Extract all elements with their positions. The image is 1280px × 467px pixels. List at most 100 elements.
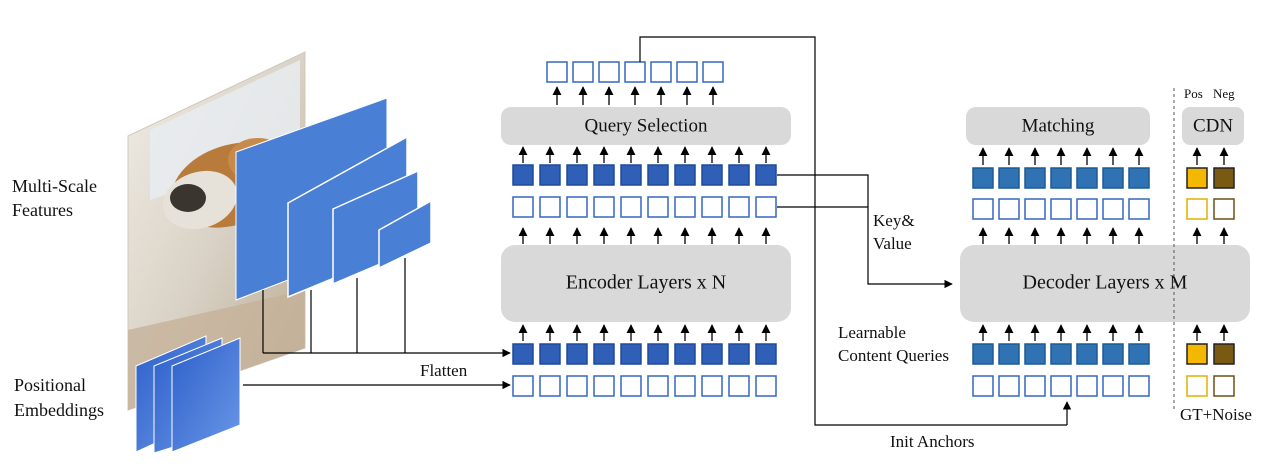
- decoder-output-token-empty: [1050, 198, 1072, 220]
- decoder-output-token-empty: [1102, 198, 1124, 220]
- encoder-output-token-filled: [728, 164, 750, 186]
- encoder-input-token-empty: [674, 375, 696, 397]
- cdn-neg-token: [1213, 198, 1235, 220]
- encoder-input-token-empty: [566, 375, 588, 397]
- encoder-input-tokens-empty: [512, 375, 777, 397]
- decoder-output-token-empty: [1024, 198, 1046, 220]
- decoder-output-token-empty: [998, 198, 1020, 220]
- matching-label: Matching: [1022, 115, 1095, 136]
- query-selection-block: [501, 107, 791, 145]
- svg-text:Content Queries: Content Queries: [838, 346, 949, 365]
- encoder-input-token-filled: [728, 343, 750, 365]
- query-selection-output-arrows: [552, 86, 718, 105]
- content-query-token: [1102, 343, 1124, 365]
- decoder-anchor-tokens: [972, 375, 1150, 397]
- init-anchors-label: Init Anchors: [890, 432, 975, 451]
- decoder-content-query-tokens: [972, 343, 1150, 365]
- cdn-pos-token: [1186, 343, 1208, 365]
- encoder-input-token-filled: [701, 343, 723, 365]
- decoder-output-tokens-empty: [972, 198, 1150, 220]
- encoder-input-token-filled: [512, 343, 534, 365]
- cdn-pos-token: [1186, 198, 1208, 220]
- encoder-input-token-empty: [620, 375, 642, 397]
- positional-embedding-planes: [135, 335, 241, 454]
- cdn-label: CDN: [1193, 115, 1233, 136]
- encoder-output-token-empty: [701, 196, 723, 218]
- encoder-output-tokens-filled: [512, 164, 777, 186]
- encoder-input-token-filled: [755, 343, 777, 365]
- content-query-token: [1024, 343, 1046, 365]
- encoder-output-token-filled: [755, 164, 777, 186]
- cdn-block: [1182, 107, 1244, 145]
- encoder-output-token-empty: [755, 196, 777, 218]
- cdn-neg-token: [1213, 343, 1235, 365]
- selected-query-token: [650, 61, 672, 83]
- svg-text:Positional: Positional: [14, 375, 86, 395]
- encoder-output-token-empty: [539, 196, 561, 218]
- encoder-output-token-empty: [566, 196, 588, 218]
- encoder-input-arrows: [518, 324, 771, 341]
- selected-query-token: [676, 61, 698, 83]
- decoder-output-token-empty: [972, 198, 994, 220]
- encoder-output-token-empty: [512, 196, 534, 218]
- decoder-output-token-empty: [1076, 198, 1098, 220]
- content-query-token: [972, 343, 994, 365]
- multi-scale-features-label: Multi-Scale Features: [12, 176, 97, 220]
- encoder-layers-block: [501, 245, 791, 322]
- query-selection-label: Query Selection: [585, 115, 708, 136]
- content-query-token: [1050, 343, 1072, 365]
- encoder-input-token-empty: [755, 375, 777, 397]
- neg-label: Neg: [1213, 86, 1235, 101]
- svg-text:Value: Value: [873, 234, 912, 253]
- gt-noise-label: GT+Noise: [1180, 405, 1252, 424]
- cdn-pos-token: [1186, 375, 1208, 397]
- decoder-layers-label: Decoder Layers x M: [1023, 272, 1188, 294]
- matching-input-arrows: [978, 147, 1144, 165]
- cdn-query-tokens: [1186, 147, 1235, 397]
- selected-query-tokens: [546, 61, 724, 83]
- encoder-input-token-filled: [620, 343, 642, 365]
- encoder-input-token-filled: [566, 343, 588, 365]
- selected-query-token: [702, 61, 724, 83]
- decoder-output-arrows: [978, 227, 1144, 244]
- query-selection-input-arrows: [518, 146, 771, 163]
- decoder-output-token-filled: [1128, 167, 1150, 189]
- encoder-output-token-filled: [566, 164, 588, 186]
- cdn-neg-token: [1213, 167, 1235, 189]
- encoder-input-token-filled: [647, 343, 669, 365]
- decoder-output-token-filled: [1050, 167, 1072, 189]
- encoder-output-token-empty: [728, 196, 750, 218]
- key-value-label: Key& Value: [873, 211, 915, 253]
- encoder-input-token-empty: [647, 375, 669, 397]
- anchor-token: [1024, 375, 1046, 397]
- encoder-output-token-empty: [620, 196, 642, 218]
- anchor-token: [1076, 375, 1098, 397]
- decoder-output-token-empty: [1128, 198, 1150, 220]
- feature-plane-4: [378, 199, 432, 270]
- content-query-token: [998, 343, 1020, 365]
- decoder-output-tokens-filled: [972, 167, 1150, 189]
- positional-embeddings-label: Positional Embeddings: [14, 375, 104, 420]
- selected-query-token: [624, 61, 646, 83]
- decoder-output-token-filled: [1102, 167, 1124, 189]
- pos-label: Pos: [1184, 86, 1203, 101]
- learnable-content-queries-label: Learnable Content Queries: [838, 323, 949, 365]
- encoder-output-token-filled: [512, 164, 534, 186]
- encoder-input-token-empty: [701, 375, 723, 397]
- content-query-token: [1076, 343, 1098, 365]
- encoder-layers-label: Encoder Layers x N: [566, 272, 727, 294]
- decoder-input-arrows: [978, 324, 1144, 341]
- decoder-output-token-filled: [998, 167, 1020, 189]
- encoder-input-token-empty: [593, 375, 615, 397]
- cdn-neg-token: [1213, 375, 1235, 397]
- anchor-token: [1050, 375, 1072, 397]
- encoder-input-token-empty: [728, 375, 750, 397]
- selected-query-token: [598, 61, 620, 83]
- content-query-token: [1128, 343, 1150, 365]
- encoder-output-token-filled: [674, 164, 696, 186]
- flatten-connectors: [262, 258, 511, 358]
- decoder-output-token-filled: [972, 167, 994, 189]
- selected-query-token: [546, 61, 568, 83]
- encoder-input-token-empty: [539, 375, 561, 397]
